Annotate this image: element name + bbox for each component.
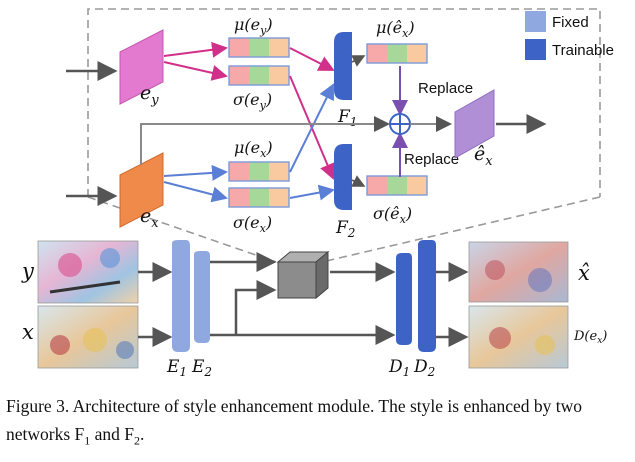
stat-bar-sigma-e-y-segment (229, 66, 249, 85)
stat-bar-sigma-e-hat-segment (407, 176, 427, 195)
legend: Fixed Trainable (525, 11, 614, 60)
e-y-feature (119, 29, 164, 105)
stat-bar-mu-e-y-outline (228, 37, 290, 58)
stat-bar-mu-e-hat (366, 43, 428, 64)
e1-label: E1 (166, 357, 187, 379)
stat-bar-mu-e-y-segment (229, 38, 249, 57)
output-image-d-ex (468, 305, 569, 369)
stat-bar-sigma-e-y (228, 65, 290, 86)
d2-label: D2 (413, 357, 435, 379)
replace-label-bottom: Replace (404, 151, 459, 168)
stat-bar-sigma-e-hat-segment (367, 176, 387, 195)
module-zoom-outline (87, 8, 601, 263)
stat-bars (228, 37, 428, 208)
f2-network (334, 144, 352, 210)
y-input-label: y (21, 259, 35, 283)
style-image-y (37, 240, 139, 304)
stat-bar-sigma-e-y-outline (228, 65, 290, 86)
legend-fixed-label: Fixed (552, 14, 589, 31)
mu-e-hat-label: μ(êx) (376, 18, 415, 40)
stat-bar-mu-e-x-segment (249, 162, 269, 181)
stat-bar-sigma-e-hat-segment (387, 176, 407, 195)
decoder-d1 (396, 253, 412, 345)
x-input-label: x (22, 320, 34, 344)
stat-bar-sigma-e-x (228, 187, 290, 208)
stat-bar-sigma-e-y-segment (249, 66, 269, 85)
f1-network (334, 32, 352, 100)
f2-label: F2 (335, 218, 355, 240)
output-image-x-hat (468, 241, 569, 303)
encoder-skip-to-module (234, 280, 277, 335)
architecture-diagram: Fixed Trainable ey ex μ(ey) σ(ey) μ(ex) … (21, 8, 614, 379)
e-hat-label: êx (474, 143, 493, 169)
stat-bar-mu-e-x-outline (228, 161, 290, 182)
decoder-d2 (418, 240, 436, 352)
combine-symbol (389, 113, 411, 135)
stat-bar-mu-e-y-segment (269, 38, 289, 57)
stat-bar-sigma-e-hat (366, 175, 428, 196)
stat-bar-mu-e-y (228, 37, 290, 58)
e2-label: E2 (191, 357, 212, 379)
legend-trainable-label: Trainable (552, 42, 614, 59)
stat-bar-mu-e-hat-segment (367, 44, 387, 63)
legend-trainable-swatch (525, 39, 546, 60)
content-image-x (37, 305, 139, 369)
d-ex-label: D(ex) (573, 329, 607, 346)
f1-label: F1 (337, 107, 357, 129)
e-x-skip-connection (140, 116, 390, 165)
e-y-label: ey (140, 82, 159, 108)
legend-fixed-swatch (525, 11, 546, 32)
stat-bar-mu-e-x-segment (229, 162, 249, 181)
e-x-feature (119, 152, 164, 228)
f2-output-arrow (351, 175, 366, 187)
e-hat-feature (454, 89, 495, 159)
mu-e-x-label: μ(ex) (234, 138, 273, 160)
figure-caption: Figure 3. Architecture of style enhancem… (6, 396, 583, 448)
x-hat-label: x̂ (578, 261, 590, 285)
d1-label: D1 (388, 357, 410, 379)
stat-bar-sigma-e-x-segment (269, 188, 289, 207)
encoder-e1 (172, 240, 190, 352)
stat-bar-mu-e-hat-segment (407, 44, 427, 63)
stat-bar-sigma-e-x-segment (229, 188, 249, 207)
e-x-label: ex (140, 205, 159, 231)
stat-bar-sigma-e-hat-outline (366, 175, 428, 196)
sigma-e-y-label: σ(ey) (233, 90, 272, 112)
sigma-e-x-label: σ(ex) (233, 213, 272, 235)
e-x-arrows (163, 83, 335, 203)
stat-bar-sigma-e-x-segment (249, 188, 269, 207)
stat-bar-sigma-e-y-segment (269, 66, 289, 85)
sigma-e-hat-label: σ(êx) (373, 204, 412, 226)
stat-bar-mu-e-x-segment (269, 162, 289, 181)
stat-bar-mu-e-hat-segment (387, 44, 407, 63)
encoder-e2 (194, 251, 210, 343)
replace-label-top: Replace (418, 80, 473, 97)
f1-output-arrow (351, 55, 366, 67)
stat-bar-mu-e-hat-outline (366, 43, 428, 64)
mu-e-y-label: μ(ey) (234, 15, 273, 37)
stat-bar-mu-e-x (228, 161, 290, 182)
stat-bar-mu-e-y-segment (249, 38, 269, 57)
style-module-cube (276, 250, 330, 300)
stat-bar-sigma-e-x-outline (228, 187, 290, 208)
